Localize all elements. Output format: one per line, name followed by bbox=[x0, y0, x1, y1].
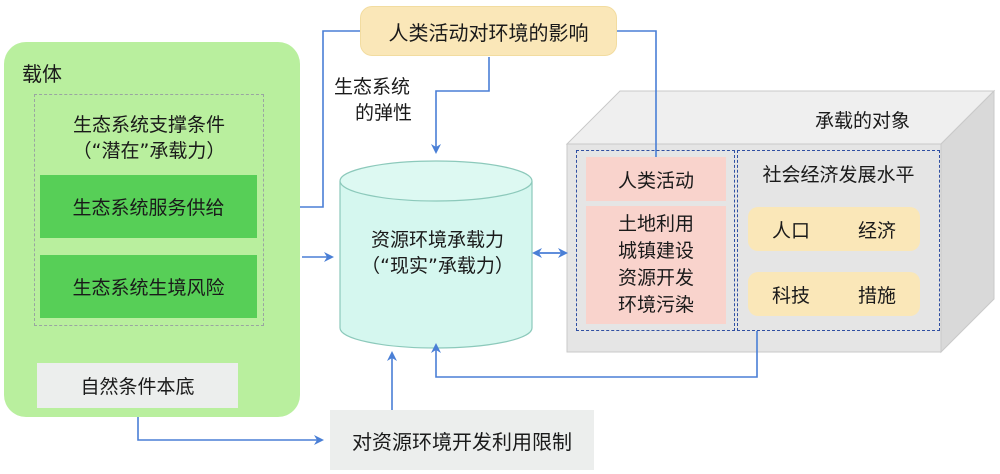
activity-item: 城镇建设 bbox=[617, 240, 694, 262]
natural-conditions-box: 自然条件本底 bbox=[37, 363, 238, 408]
factor-pill-population-economy: 人口 经济 bbox=[748, 207, 920, 251]
human-activity-frame bbox=[576, 150, 735, 331]
activity-item: 环境污染 bbox=[617, 294, 694, 316]
support-conditions-frame bbox=[34, 94, 264, 326]
capacity-subtitle: （“现实”承载力） bbox=[361, 255, 514, 277]
human-impact-box: 人类活动对环境的影响 bbox=[360, 6, 617, 56]
habitat-risk-box: 生态系统生境风险 bbox=[40, 255, 257, 318]
socio-economic-title: 社会经济发展水平 bbox=[762, 164, 915, 186]
factor-economy: 经济 bbox=[857, 219, 896, 242]
support-conditions-subtitle: （“潜在”承载力） bbox=[72, 140, 226, 162]
factor-measures: 措施 bbox=[857, 284, 896, 307]
support-conditions-title: 生态系统支撑条件 bbox=[72, 114, 225, 136]
arrow-socio-to-cylinder bbox=[431, 331, 758, 378]
factor-population: 人口 bbox=[771, 219, 810, 242]
carrier-title: 载体 bbox=[22, 62, 62, 86]
human-activity-box: 人类活动 bbox=[586, 157, 726, 201]
capacity-title: 资源环境承载力 bbox=[370, 229, 504, 251]
objects-title: 承载的对象 bbox=[815, 110, 911, 132]
ecosystem-service-box: 生态系统服务供给 bbox=[40, 175, 257, 238]
line-impact-to-activity bbox=[617, 30, 657, 157]
arrow-impact-to-cylinder bbox=[431, 57, 490, 154]
development-limit-box: 对资源环境开发利用限制 bbox=[330, 410, 594, 470]
arrow-natural-to-limit bbox=[137, 408, 324, 445]
resilience-label-line2: 的弹性 bbox=[355, 102, 413, 124]
activity-item: 土地利用 bbox=[617, 213, 694, 235]
activity-list-box: 土地利用 城镇建设 资源开发 环境污染 bbox=[586, 206, 726, 324]
socio-economic-frame bbox=[737, 150, 940, 331]
factor-pill-technology-measures: 科技 措施 bbox=[748, 272, 920, 316]
capacity-cylinder bbox=[339, 160, 533, 349]
resilience-label-line1: 生态系统 bbox=[334, 76, 411, 98]
factor-technology: 科技 bbox=[771, 284, 810, 307]
activity-item: 资源开发 bbox=[617, 267, 694, 289]
